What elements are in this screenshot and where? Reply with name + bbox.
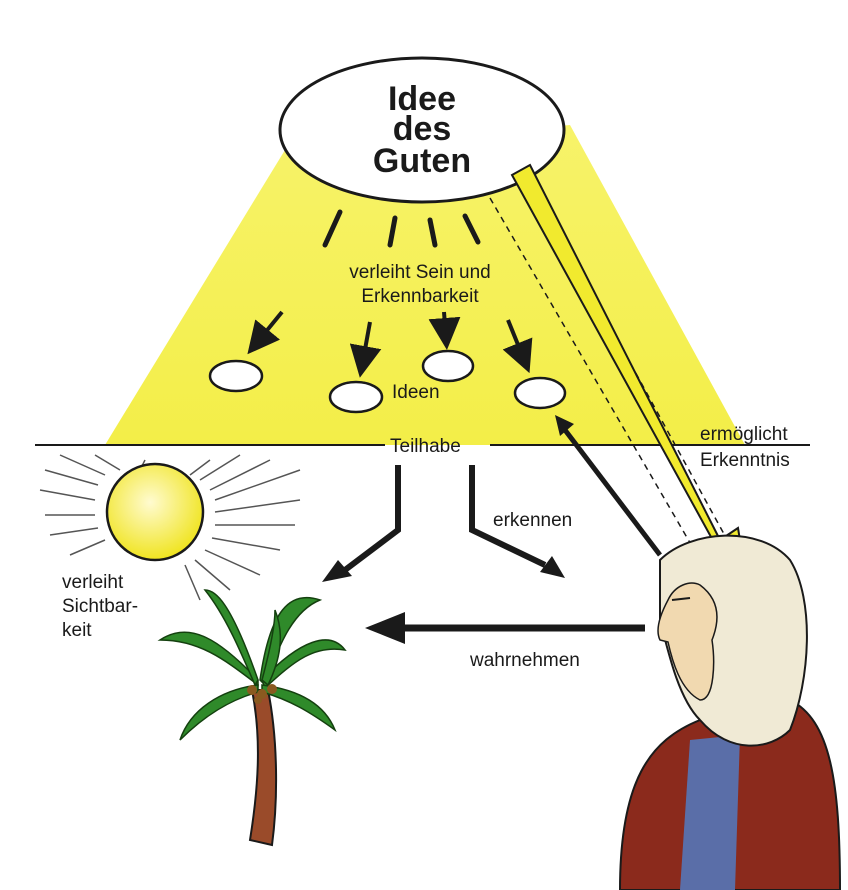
arrowhead-left xyxy=(322,560,352,582)
label-sicht-1: verleiht xyxy=(62,572,124,593)
perceive-arrowhead xyxy=(365,612,405,644)
label-verleiht-sein-1: verleiht Sein und xyxy=(349,262,491,283)
sun-rays xyxy=(39,454,301,601)
person-figure xyxy=(618,534,842,890)
label-ermoeglicht-2: Erkenntnis xyxy=(700,450,790,471)
label-erkennen: erkennen xyxy=(493,510,572,531)
idea-of-good-ellipse xyxy=(278,56,566,204)
title-line1: Idee xyxy=(388,80,456,118)
ideas-ellipses xyxy=(208,349,567,414)
label-sicht-3: keit xyxy=(62,620,92,641)
label-teilhabe: Teilhabe xyxy=(390,436,461,457)
recognize-arrow xyxy=(563,428,662,557)
title-line2: des xyxy=(393,110,452,148)
palm-tree xyxy=(157,589,347,847)
label-ideen: Ideen xyxy=(392,382,440,403)
light-cone xyxy=(105,125,745,445)
label-verleiht-sein-2: Erkennbarkeit xyxy=(361,286,479,307)
label-sicht-2: Sichtbar- xyxy=(62,596,138,617)
arrowhead-right xyxy=(540,556,565,578)
emanation-strokes xyxy=(322,209,481,248)
sun xyxy=(105,462,205,562)
label-ermoeglicht-1: ermöglicht xyxy=(700,424,788,445)
participation-arrows xyxy=(343,465,547,573)
arrows-to-ideas xyxy=(247,310,533,378)
title-line3: Guten xyxy=(373,142,471,180)
recognize-arrowhead xyxy=(555,415,574,436)
label-wahrnehmen: wahrnehmen xyxy=(469,650,580,671)
